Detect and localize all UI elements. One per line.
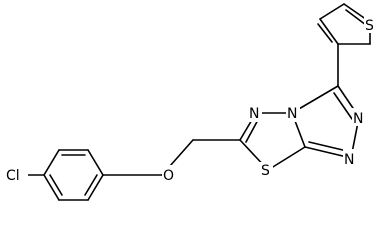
atom-label-s-thiadiazole: S — [261, 163, 270, 179]
thiophene-ring — [317, 3, 371, 45]
triazole-ring — [291, 85, 360, 159]
bond — [319, 3, 345, 20]
bond — [319, 18, 339, 45]
atom-label-o: O — [163, 168, 174, 184]
atom-label-n-bridge: N — [287, 106, 297, 122]
double-bond-inner — [84, 174, 98, 196]
double-bond-inner — [345, 9, 367, 26]
atom-label-n-triazole-1: N — [353, 111, 363, 127]
double-bond-inner — [49, 174, 63, 196]
double-bond-inner — [308, 141, 348, 152]
bond — [267, 146, 306, 171]
bond — [87, 174, 104, 201]
bond — [87, 149, 104, 176]
chlorophenyl-ring — [43, 149, 104, 201]
double-bond-inner — [333, 92, 353, 120]
molecule-structure-diagram: Cl O N N S N N S — [6, 3, 374, 201]
atom-label-n-triazole-2: N — [344, 152, 354, 168]
atom-label-s-thiophene: S — [365, 18, 374, 34]
atom-label-n-upper: N — [249, 106, 259, 122]
double-bond-inner — [317, 23, 333, 43]
bond — [43, 149, 60, 176]
bond — [43, 174, 60, 201]
atom-label-cl: Cl — [6, 168, 20, 184]
